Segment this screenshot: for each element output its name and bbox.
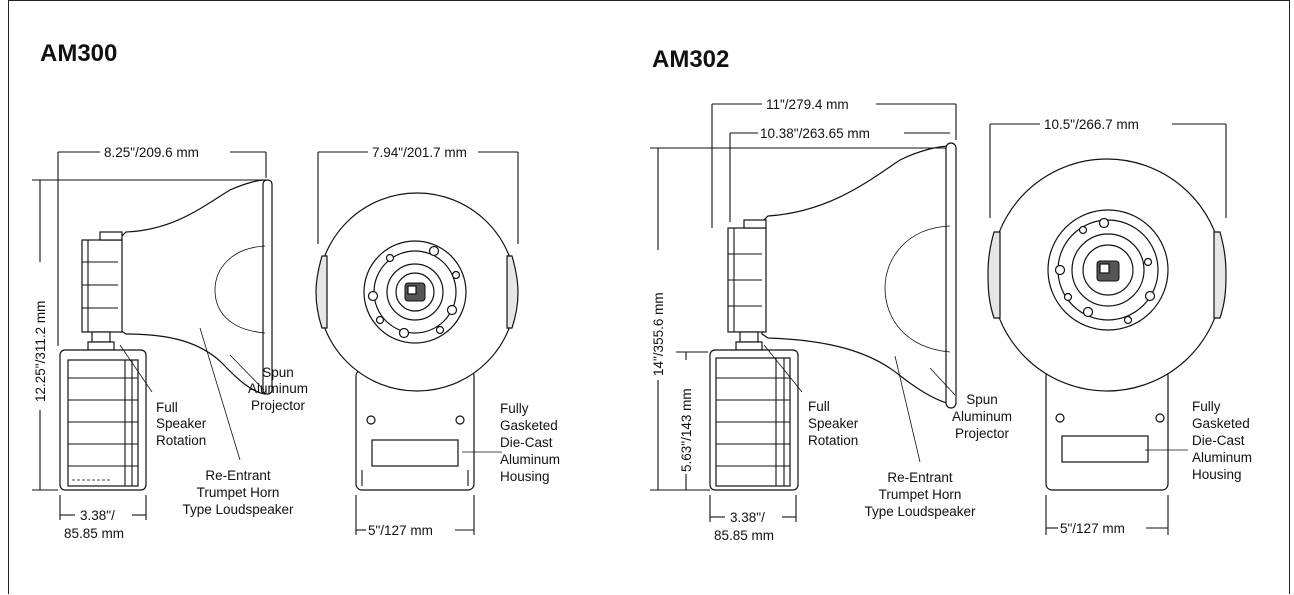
am300-height-label: 12.25"/311.2 mm xyxy=(33,301,48,402)
am302-side-view xyxy=(709,142,957,491)
am300-housing-3: Die-Cast xyxy=(500,435,553,450)
am300-housing-4: Aluminum xyxy=(500,452,560,467)
am302-base-width-line2: 85.85 mm xyxy=(714,528,774,543)
am302-projector-3: Projector xyxy=(955,426,1010,441)
am300-projector-3: Projector xyxy=(251,398,306,413)
am302-callouts: Spun Aluminum Projector Full Speaker Rot… xyxy=(763,344,1252,519)
am300-housing-2: Gasketed xyxy=(500,418,558,433)
am300-title: AM300 xyxy=(40,40,117,67)
am302-housing-height-label: 5.63"/143 mm xyxy=(679,388,694,472)
am302-housing-5: Housing xyxy=(1192,467,1242,482)
am302-rotation-2: Speaker xyxy=(808,416,859,431)
am300-horn-2: Trumpet Horn xyxy=(197,485,280,500)
am300-drawing: AM300 xyxy=(32,40,560,541)
am300-dimensions: 8.25"/209.6 mm 12.25"/311.2 mm 7.94"/201… xyxy=(32,145,519,541)
am300-rotation-2: Speaker xyxy=(156,416,207,431)
am300-horn-3: Type Loudspeaker xyxy=(182,502,294,517)
am302-projector-1: Spun xyxy=(966,392,998,407)
am302-housing-3: Die-Cast xyxy=(1192,433,1245,448)
am300-callouts: Spun Aluminum Projector Full Speaker Rot… xyxy=(119,327,560,517)
am302-projector-2: Aluminum xyxy=(952,409,1012,424)
am300-housing-width-label: 5"/127 mm xyxy=(368,523,433,538)
am300-projector-1: Spun xyxy=(262,365,294,380)
drawing-frame xyxy=(8,0,1290,594)
am302-height-label: 14"/355.6 mm xyxy=(651,292,666,376)
am302-housing-1: Fully xyxy=(1192,399,1221,414)
am302-base-width-line1: 3.38"/ xyxy=(730,510,765,525)
am300-rotation-1: Full xyxy=(156,400,178,415)
am302-housing-2: Gasketed xyxy=(1192,416,1250,431)
am302-housing-4: Aluminum xyxy=(1192,450,1252,465)
am300-front-view xyxy=(315,192,519,491)
am300-base-width-line2: 85.85 mm xyxy=(64,526,124,541)
am300-housing-1: Fully xyxy=(500,401,529,416)
am302-housing-width-label: 5"/127 mm xyxy=(1060,521,1125,536)
am302-rotation-1: Full xyxy=(808,399,830,414)
am300-horn-depth-label: 8.25"/209.6 mm xyxy=(104,145,199,160)
am300-horn-1: Re-Entrant xyxy=(205,468,271,483)
am302-overall-depth-label: 11"/279.4 mm xyxy=(766,97,849,112)
am300-front-width-label: 7.94"/201.7 mm xyxy=(372,145,467,160)
am302-drawing: AM302 xyxy=(650,46,1252,543)
am300-projector-2: Aluminum xyxy=(248,381,308,396)
am300-base-width-line1: 3.38"/ xyxy=(80,508,115,523)
am300-housing-5: Housing xyxy=(500,469,550,484)
am302-front-width-label: 10.5"/266.7 mm xyxy=(1044,117,1139,132)
am302-horn-depth-label: 10.38"/263.65 mm xyxy=(760,126,870,141)
am300-rotation-3: Rotation xyxy=(156,433,206,448)
am302-horn-2: Trumpet Horn xyxy=(879,487,962,502)
am302-title: AM302 xyxy=(652,46,729,73)
am302-dimensions: 11"/279.4 mm 10.38"/263.65 mm 14"/355.6 … xyxy=(650,97,1227,543)
am302-horn-1: Re-Entrant xyxy=(887,470,953,485)
am302-horn-3: Type Loudspeaker xyxy=(864,504,976,519)
am300-side-view xyxy=(59,179,273,491)
am302-front-view xyxy=(987,158,1227,491)
am302-rotation-3: Rotation xyxy=(808,433,858,448)
